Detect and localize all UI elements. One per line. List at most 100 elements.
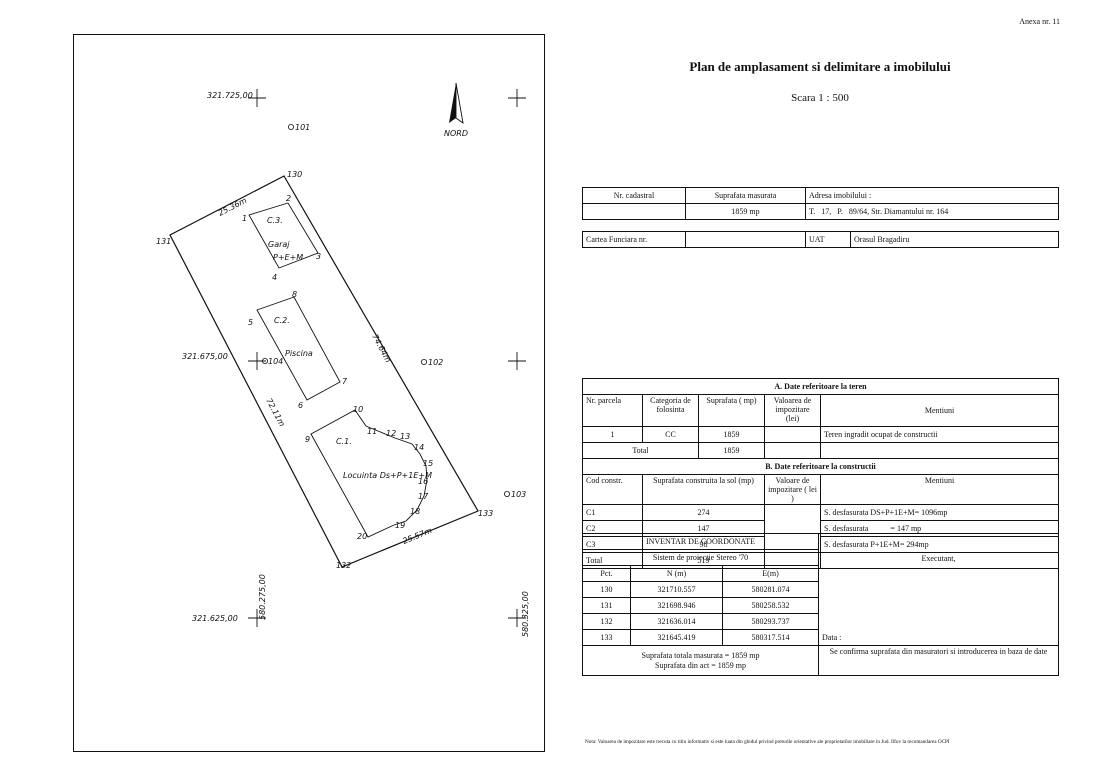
coord-point: 130	[582, 581, 631, 598]
station-marker-icon	[503, 490, 510, 497]
c3-levels: P+E+M	[273, 253, 303, 262]
grid-cross	[508, 352, 526, 370]
col-building-code: Cod constr.	[582, 474, 643, 505]
parcel-no: 1	[582, 426, 643, 443]
scale-label: Scara 1 : 500	[791, 92, 849, 104]
uat-label: UAT	[805, 231, 851, 248]
land-and-buildings-table: A. Date referitoare la teren Nr. parcela…	[582, 378, 1059, 569]
point-label: 9	[305, 435, 310, 444]
building-c2	[256, 296, 341, 401]
c1-code: C.1.	[336, 437, 352, 446]
grid-label-east-2: 580.325,00	[521, 591, 530, 637]
grid-cross	[248, 89, 266, 107]
header-address: Adresa imobilului :	[805, 187, 1059, 204]
col-ground-area: Suprafata construita la sol (mp)	[642, 474, 765, 505]
col-tax-value: Valoarea de impozitare (lei)	[764, 394, 821, 427]
point-label: 5	[248, 318, 253, 327]
building-c1	[310, 409, 428, 538]
c3-name: Garaj	[268, 240, 290, 249]
c1-name: Locuinta Ds+P+1E+M	[343, 471, 432, 480]
grid-cross	[508, 609, 526, 627]
header-cadastral: Nr. cadastral	[582, 187, 686, 204]
grid-cross	[248, 352, 266, 370]
projection-system: Sistem de proiectie Stereo '70	[581, 549, 820, 566]
distance-label: 25.57m	[401, 526, 433, 546]
col-area: Suprafata ( mp)	[698, 394, 765, 427]
col-remarks: Mentiuni	[820, 394, 1059, 427]
coord-north: 321636.014	[630, 613, 723, 630]
col-usage-category: Categoria de folosinta	[642, 394, 699, 427]
building-remarks: S. desfasurata = 147 mp	[820, 520, 1059, 537]
station-label: 102	[428, 358, 443, 367]
address-value: T. 17, P. 89/64, Str. Diamantului nr. 16…	[805, 203, 1059, 220]
usage-category: CC	[642, 426, 699, 443]
col-point: Pct.	[582, 565, 631, 582]
station-label: 103	[511, 490, 526, 499]
coord-point: 132	[582, 613, 631, 630]
cf-value	[685, 231, 806, 248]
section-a-title: A. Date referitoare la teren	[582, 378, 1059, 395]
col-building-remarks: Mentiuni	[820, 474, 1059, 505]
grid-label-north-2: 321.675,00	[182, 352, 228, 361]
land-total-value: 1859	[698, 442, 765, 459]
date-label: Data :	[822, 633, 842, 642]
grid-label-north-1: 321.725,00	[207, 91, 253, 100]
grid-label-east-1: 580.275,00	[258, 574, 267, 620]
point-label: 13	[400, 432, 410, 441]
land-book-table: Cartea Funciara nr. UAT Orasul Bragadiru	[582, 231, 1059, 248]
north-label: NORD	[444, 129, 468, 138]
distance-label: 74.64m	[370, 333, 392, 365]
building-code: C1	[582, 504, 643, 521]
coord-east: 580281.074	[721, 581, 820, 598]
point-label: 6	[298, 401, 303, 410]
corner-label: 132	[336, 561, 351, 570]
col-parcel-no: Nr. parcela	[582, 394, 643, 427]
station-marker-icon	[261, 357, 268, 364]
annex-number: Anexa nr. 11	[1019, 17, 1060, 26]
inventory-title: INVENTAR DE COORDONATE	[581, 533, 820, 550]
point-label: 17	[418, 492, 429, 501]
station-label: 104	[268, 357, 283, 366]
point-label: 14	[414, 443, 424, 452]
point-label: 12	[386, 429, 396, 438]
coord-north: 321698.946	[630, 597, 723, 614]
area-value: 1859 mp	[685, 203, 806, 220]
corner-label: 131	[156, 237, 171, 246]
c2-code: C.2.	[274, 316, 290, 325]
property-info-table: Nr. cadastral Suprafata masurata Adresa …	[582, 187, 1059, 220]
c2-name: Piscina	[285, 349, 313, 358]
point-label: 7	[342, 377, 348, 386]
coord-north: 321710.557	[630, 581, 723, 598]
point-label: 8	[292, 290, 297, 299]
coord-point: 131	[582, 597, 631, 614]
coordinates-inventory-table: INVENTAR DE COORDONATE Executant, Data :…	[581, 533, 1059, 676]
confirmation-text: Se confirma suprafata din masuratori si …	[818, 645, 1059, 676]
coord-east: 580317.514	[721, 629, 820, 646]
area-summary: Suprafata totala masurata = 1859 mp Supr…	[581, 645, 820, 676]
c3-code: C.3.	[267, 216, 283, 225]
uat-value: Orasul Bragadiru	[850, 231, 1059, 248]
parcel-remarks: Teren ingradit ocupat de constructii	[820, 426, 1059, 443]
station-marker-icon	[420, 358, 427, 365]
corner-label: 133	[478, 509, 493, 518]
station-label: 101	[295, 123, 310, 132]
point-label: 11	[367, 427, 377, 436]
area-from-deed: Suprafata din act = 1859 mp	[655, 660, 746, 670]
building-remarks: S. desfasurata DS+P+1E+M= 1096mp	[820, 504, 1059, 521]
grid-label-north-3: 321.625,00	[192, 614, 238, 623]
north-arrow-icon	[449, 82, 464, 125]
parcel-tax-value	[764, 426, 821, 443]
page-title: Plan de amplasament si delimitare a imob…	[689, 59, 951, 74]
footnote: Nota: Valoarea de impozitare este trecut…	[585, 739, 950, 745]
col-east: E(m)	[721, 565, 820, 582]
parcel-boundary	[169, 175, 479, 568]
corner-label: 130	[287, 170, 302, 179]
coord-east: 580293.737	[721, 613, 820, 630]
site-plan-frame	[73, 34, 545, 752]
coord-north: 321645.419	[630, 629, 723, 646]
point-label: 3	[316, 252, 321, 261]
grid-cross	[508, 89, 526, 107]
point-label: 19	[395, 521, 405, 530]
building-ground-area: 274	[642, 504, 765, 521]
